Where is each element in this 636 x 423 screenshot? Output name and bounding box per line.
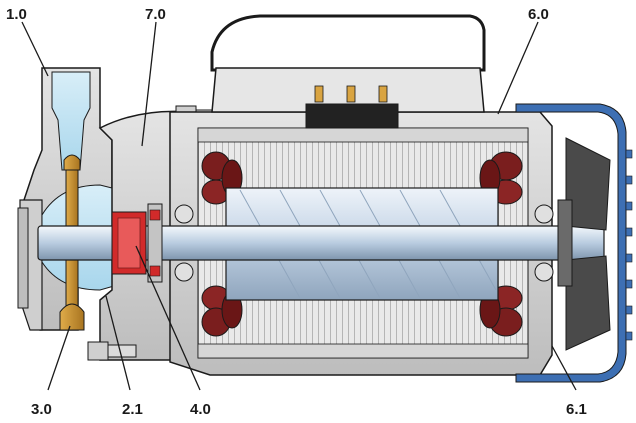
shaft xyxy=(37,225,605,261)
leader-1-0 xyxy=(21,21,49,77)
label-shaft: 4.0 xyxy=(190,401,211,418)
leader-4-0 xyxy=(135,245,201,391)
mechanical-seal xyxy=(111,203,163,283)
terminal-posts xyxy=(314,85,388,103)
label-impeller: 3.0 xyxy=(31,401,52,418)
rear-bearing xyxy=(534,204,554,282)
label-mechanical-seal: 2.1 xyxy=(122,401,143,418)
terminal-box xyxy=(210,14,486,129)
leader-lines xyxy=(21,21,577,391)
label-motor-body: 6.0 xyxy=(528,6,549,23)
winding-rear-top xyxy=(479,151,523,205)
label-adapter: 7.0 xyxy=(145,6,166,23)
label-casing: 1.0 xyxy=(6,6,27,23)
leader-6-1 xyxy=(551,345,577,391)
leader-2-1 xyxy=(105,295,131,391)
winding-front-top xyxy=(201,151,243,205)
label-fan-cover: 6.1 xyxy=(566,401,587,418)
fan-cover xyxy=(515,103,633,383)
cooling-fan xyxy=(557,137,611,351)
stator-windings xyxy=(201,151,523,337)
front-bearing xyxy=(174,204,194,282)
leader-7-0 xyxy=(141,21,157,147)
leader-3-0 xyxy=(47,325,71,391)
winding-rear-bottom xyxy=(479,285,523,337)
leader-6-0 xyxy=(497,21,539,115)
